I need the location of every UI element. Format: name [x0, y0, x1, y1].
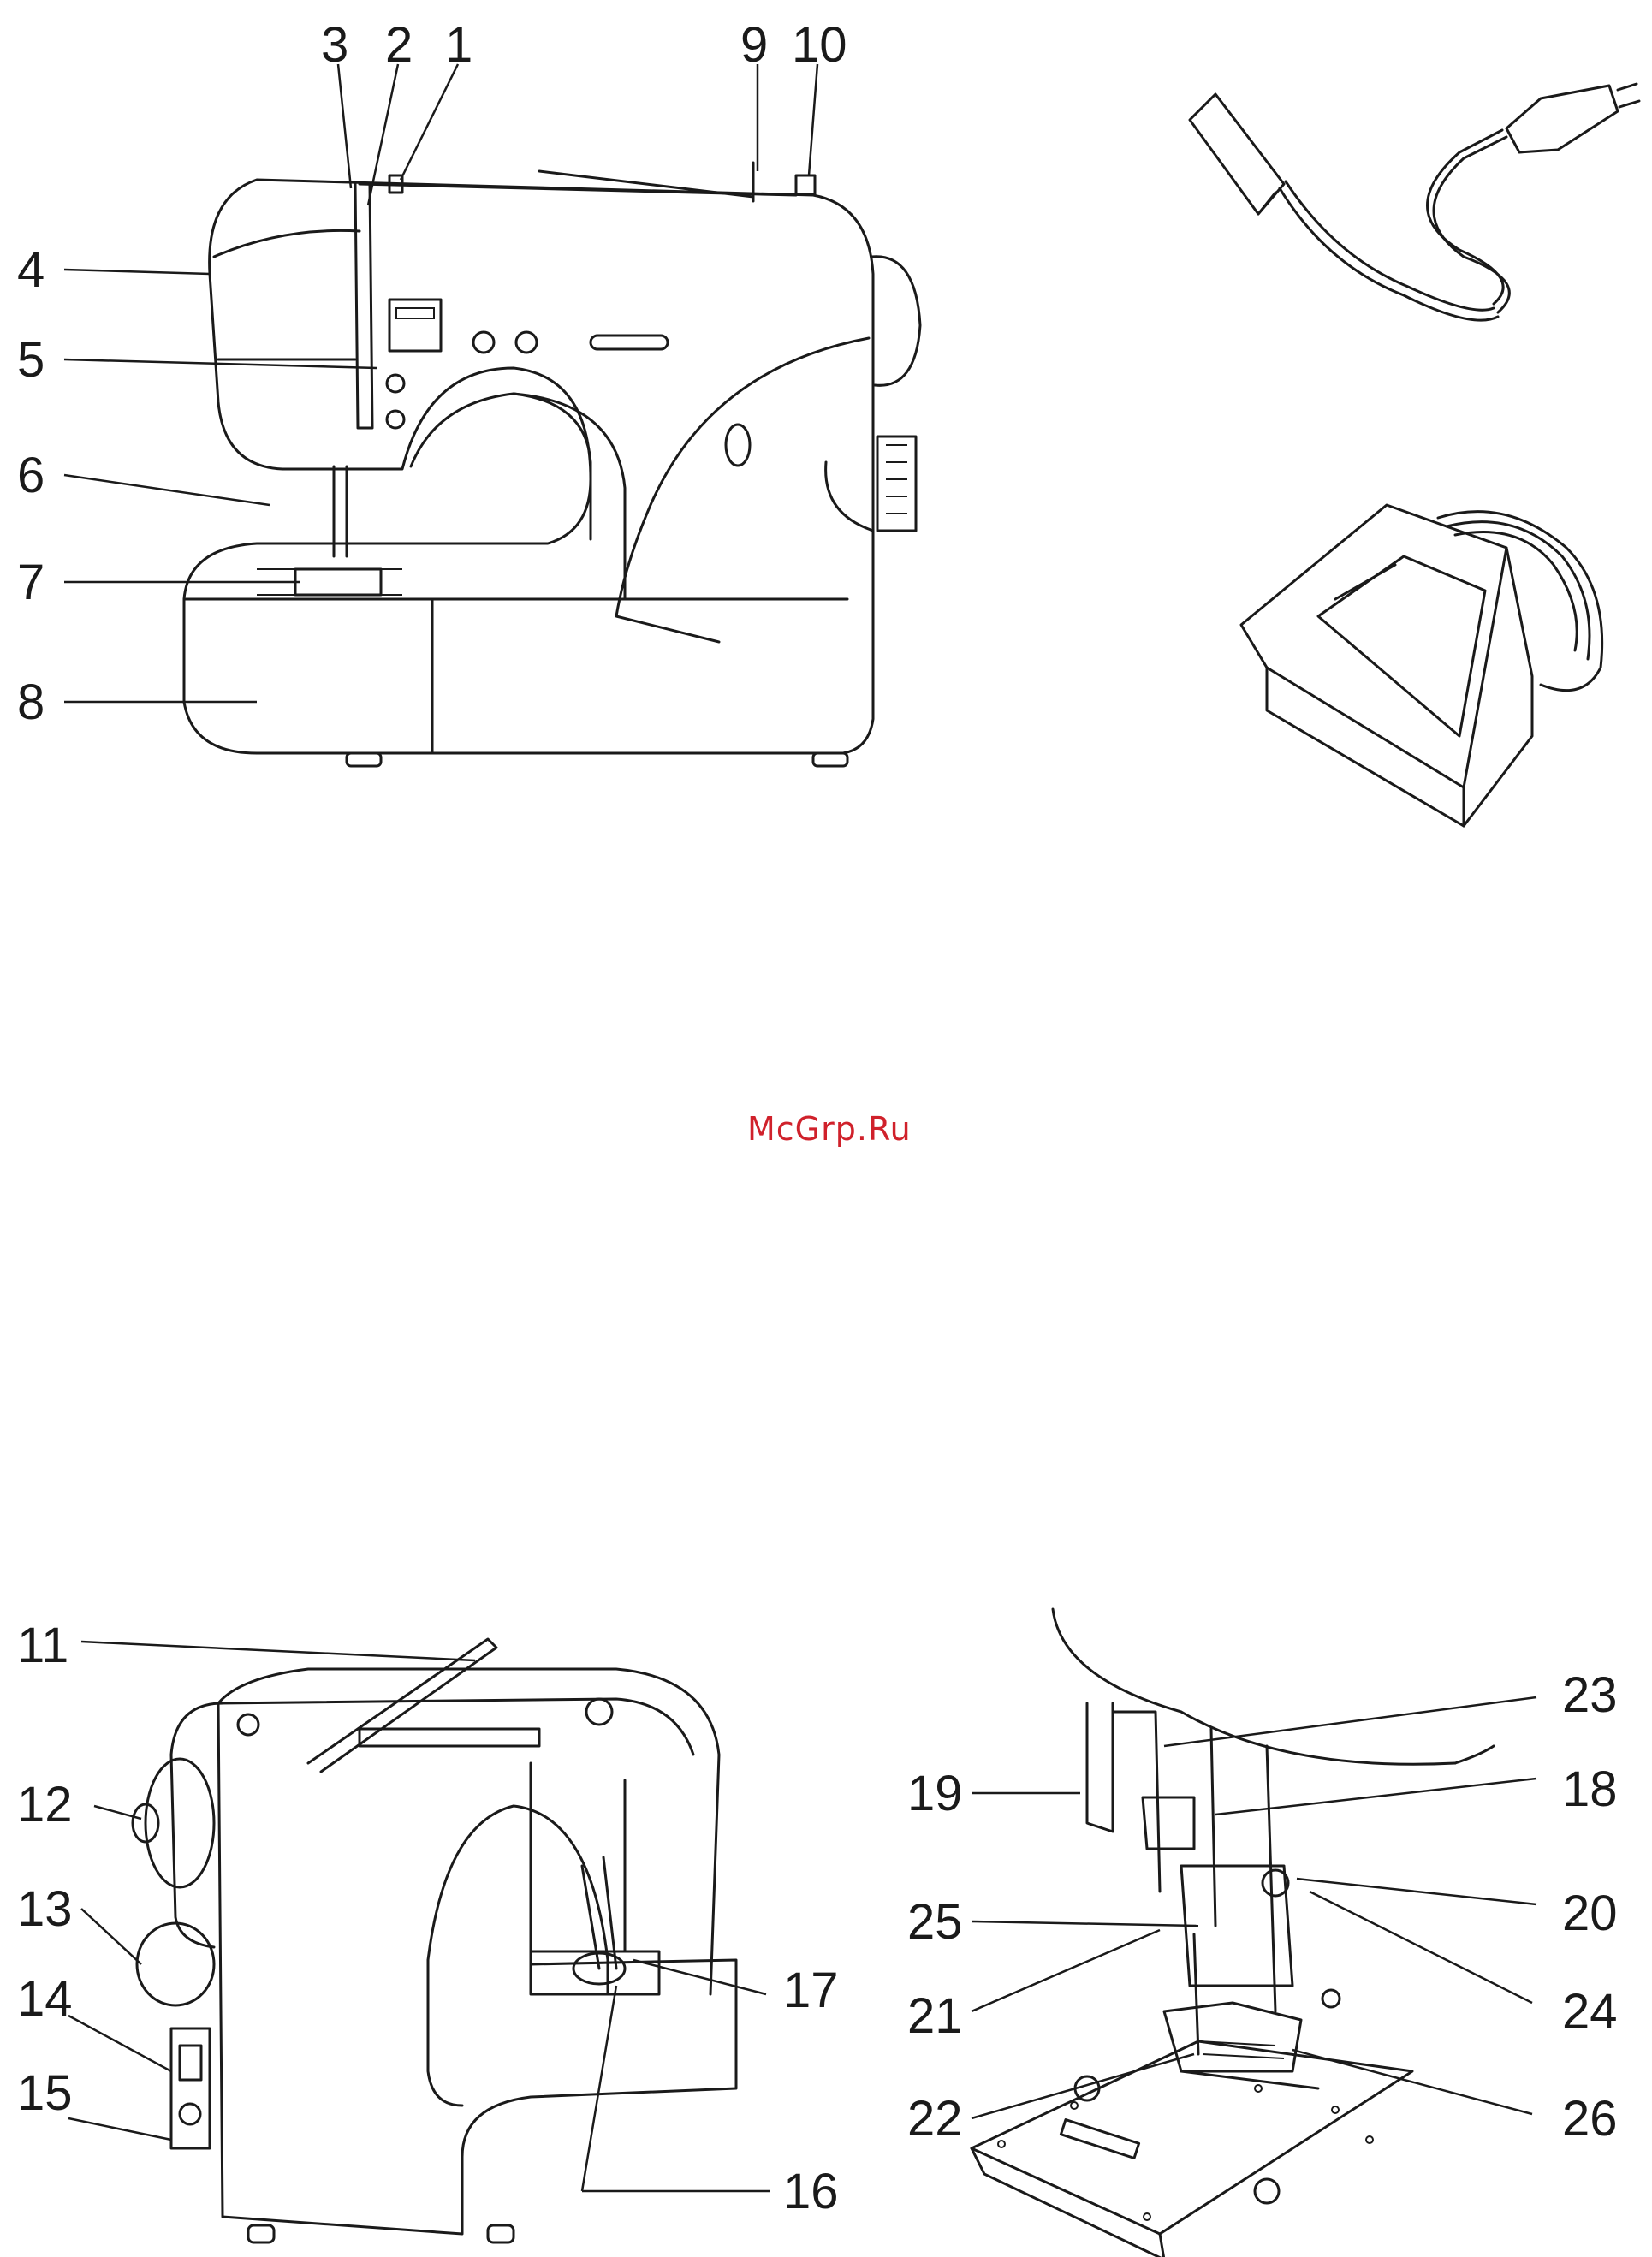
callout-3: 3 — [321, 17, 348, 73]
callout-17: 17 — [783, 1963, 839, 2018]
callout-18: 18 — [1562, 1761, 1618, 1817]
callout-15: 15 — [17, 2065, 73, 2121]
callout-6: 6 — [17, 448, 45, 503]
callout-21: 21 — [907, 1988, 963, 2044]
callout-19: 19 — [907, 1766, 963, 1821]
callout-24: 24 — [1562, 1984, 1618, 2040]
callout-20: 20 — [1562, 1886, 1618, 1941]
presser-foot-labels: 18 19 20 21 22 23 24 25 26 — [907, 1667, 1618, 2147]
callout-22: 22 — [907, 2091, 963, 2147]
rear-view-labels: 11 12 13 14 15 16 17 — [17, 1618, 839, 2219]
watermark-text: McGrp.Ru — [747, 1110, 912, 1148]
callout-25: 25 — [907, 1894, 963, 1950]
callout-7: 7 — [17, 555, 45, 610]
callout-4: 4 — [17, 242, 45, 298]
front-view-leaders — [64, 64, 817, 702]
callout-10: 10 — [792, 17, 847, 73]
callout-16: 16 — [783, 2164, 839, 2219]
callout-2: 2 — [385, 17, 413, 73]
callout-5: 5 — [17, 332, 45, 388]
callout-1: 1 — [445, 17, 472, 73]
foot-controller-illustration — [1241, 505, 1602, 826]
callout-26: 26 — [1562, 2091, 1618, 2147]
rear-view-machine — [133, 1639, 736, 2242]
presser-foot-detail — [972, 1609, 1494, 2257]
callout-9: 9 — [740, 17, 768, 73]
power-cord-illustration — [1190, 84, 1639, 320]
callout-14: 14 — [17, 1971, 73, 2027]
callout-12: 12 — [17, 1777, 73, 1832]
callout-13: 13 — [17, 1881, 73, 1937]
presser-foot-leaders — [972, 1697, 1536, 2118]
callout-11: 11 — [17, 1618, 68, 1673]
rear-view-leaders — [68, 1642, 770, 2191]
callout-23: 23 — [1562, 1667, 1618, 1723]
callout-8: 8 — [17, 674, 45, 730]
front-view-machine — [184, 163, 920, 766]
